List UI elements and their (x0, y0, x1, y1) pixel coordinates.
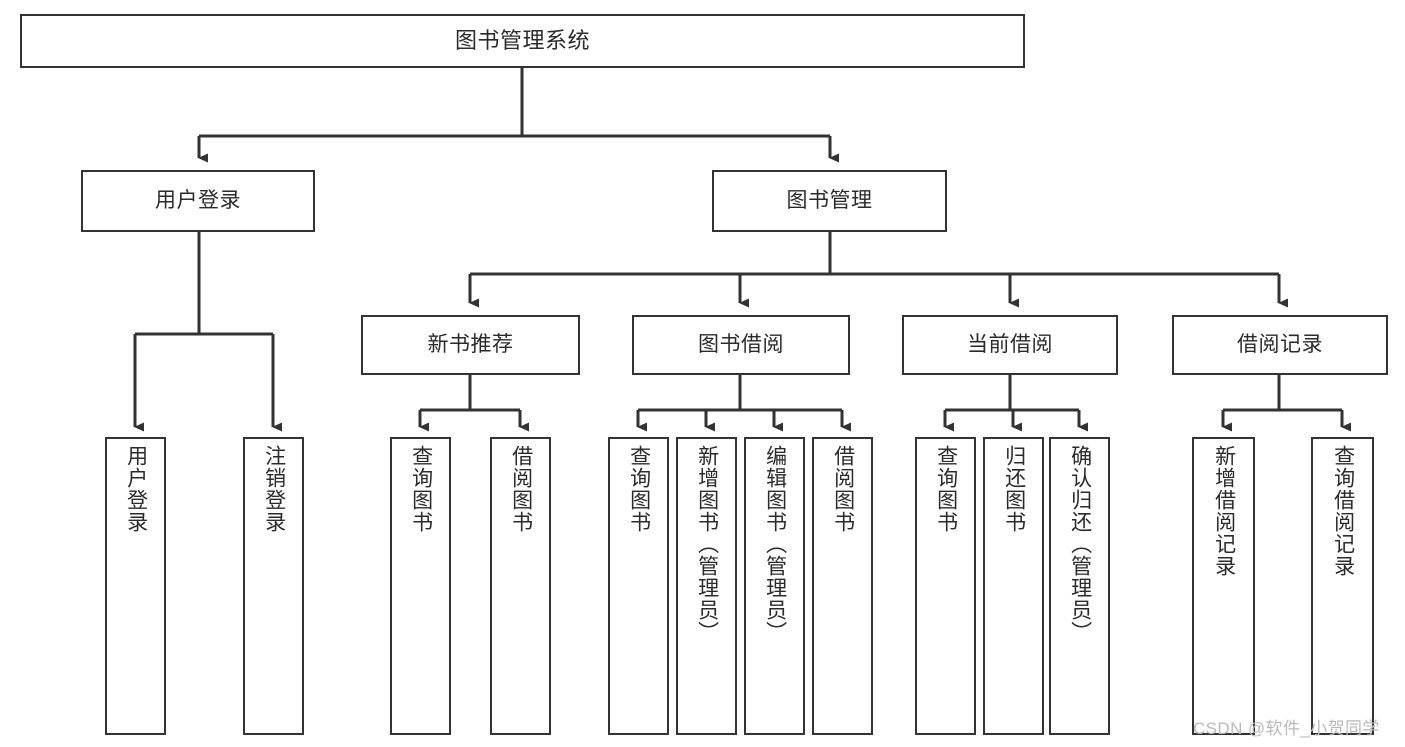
node-label: 图书借阅 (698, 332, 784, 356)
node-label: 查询图书 (627, 445, 651, 533)
node-label: 查询图书 (934, 445, 958, 533)
leaf-edit-book-admin[interactable]: 编辑图书（管理员） (744, 437, 805, 735)
leaf-query-borrow-record[interactable]: 查询借阅记录 (1311, 437, 1374, 735)
leaf-return-book[interactable]: 归还图书 (983, 437, 1044, 735)
node-new-book-recommend[interactable]: 新书推荐 (361, 315, 580, 375)
node-label: 借阅图书 (509, 445, 533, 533)
node-label: 查询图书 (409, 445, 433, 533)
leaf-confirm-return-admin[interactable]: 确认归还（管理员） (1049, 437, 1110, 735)
node-label: 新增借阅记录 (1212, 445, 1236, 577)
node-label: 图书管理系统 (454, 28, 590, 54)
node-label: 查询借阅记录 (1331, 445, 1355, 577)
node-label: 归还图书 (1002, 445, 1026, 533)
node-label: 确认归还（管理员） (1068, 445, 1092, 643)
node-borrow-record[interactable]: 借阅记录 (1172, 315, 1388, 375)
leaf-user-logout[interactable]: 注销登录 (243, 437, 304, 735)
leaf-add-borrow-record[interactable]: 新增借阅记录 (1192, 437, 1255, 735)
node-label: 新增图书（管理员） (695, 445, 719, 643)
node-root-system[interactable]: 图书管理系统 (20, 14, 1025, 68)
leaf-add-book-admin[interactable]: 新增图书（管理员） (676, 437, 737, 735)
node-label: 新书推荐 (427, 332, 514, 356)
node-label: 注销登录 (262, 445, 286, 533)
node-label: 用户登录 (155, 188, 241, 212)
node-label: 当前借阅 (967, 332, 1053, 356)
node-label: 图书管理 (786, 188, 873, 212)
node-current-borrow[interactable]: 当前借阅 (902, 315, 1118, 375)
leaf-user-login[interactable]: 用户登录 (105, 437, 166, 735)
csdn-watermark: CSDN @软件_小贺同学 (1193, 719, 1380, 738)
node-label: 借阅图书 (831, 445, 855, 533)
node-label: 用户登录 (124, 445, 148, 533)
node-label: 编辑图书（管理员） (763, 445, 787, 643)
leaf-query-book-recommend[interactable]: 查询图书 (390, 437, 451, 735)
leaf-borrow-book-recommend[interactable]: 借阅图书 (490, 437, 551, 735)
leaf-query-book-current[interactable]: 查询图书 (915, 437, 976, 735)
node-user-login[interactable]: 用户登录 (81, 170, 315, 232)
node-book-management[interactable]: 图书管理 (712, 170, 947, 232)
node-label: 借阅记录 (1237, 332, 1323, 356)
leaf-query-book-borrow[interactable]: 查询图书 (608, 437, 669, 735)
node-book-borrow[interactable]: 图书借阅 (632, 315, 850, 375)
leaf-borrow-book[interactable]: 借阅图书 (812, 437, 873, 735)
